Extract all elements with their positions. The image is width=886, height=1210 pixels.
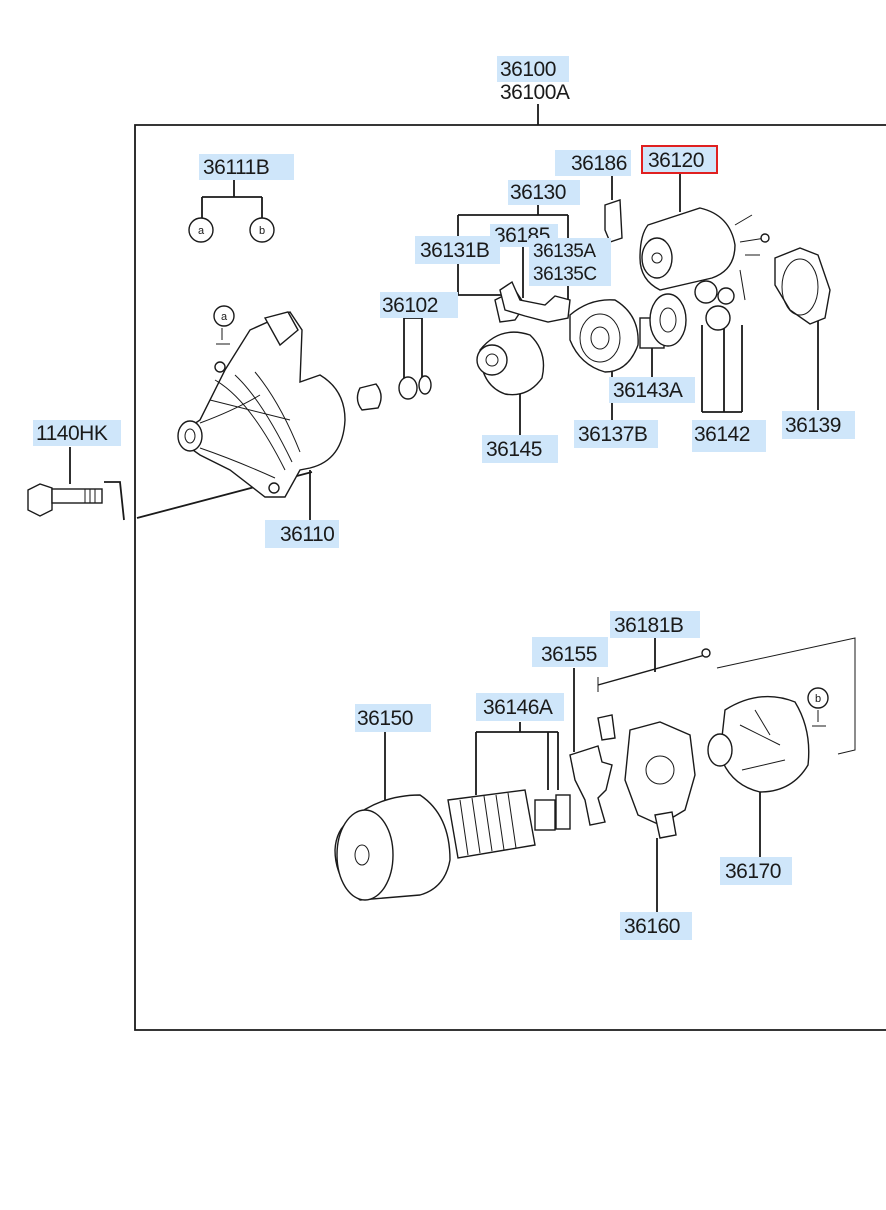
- gear-shaft-drawing: [639, 293, 687, 349]
- bolt-drawing: [27, 483, 103, 517]
- label-36102[interactable]: 36102: [380, 292, 458, 318]
- part-labels: 36100 36100A 36111B 36186 36120 36130 36…: [33, 56, 855, 940]
- svg-text:36143A: 36143A: [613, 379, 683, 402]
- svg-text:36135A: 36135A: [533, 241, 596, 262]
- svg-text:36160: 36160: [624, 915, 680, 938]
- svg-text:36145: 36145: [486, 438, 542, 461]
- svg-text:36170: 36170: [725, 860, 781, 883]
- callout-a-small-icon: a: [213, 305, 235, 345]
- svg-text:36155: 36155: [541, 643, 597, 666]
- label-36120[interactable]: 36120: [641, 145, 718, 174]
- yoke-drawing: [334, 794, 451, 901]
- shift-lever-drawing: [499, 280, 571, 323]
- leader-lines: [69, 172, 819, 912]
- label-36143A[interactable]: 36143A: [609, 377, 695, 403]
- assembly-frame: [134, 104, 886, 1031]
- rear-ring-drawing: [774, 247, 831, 325]
- label-36111B[interactable]: 36111B: [199, 154, 294, 180]
- svg-text:36130: 36130: [510, 181, 566, 204]
- svg-text:36110: 36110: [280, 523, 334, 546]
- planetary-gears-drawing: [694, 280, 735, 331]
- rear-bracket-drawing: [707, 695, 810, 793]
- label-36155[interactable]: 36155: [532, 637, 608, 667]
- label-36170[interactable]: 36170: [720, 857, 792, 885]
- brush-plate-drawing: [569, 714, 616, 826]
- svg-text:36111B: 36111B: [203, 156, 269, 179]
- label-36146A[interactable]: 36146A: [476, 693, 564, 721]
- label-36100A[interactable]: 36100A: [500, 81, 570, 104]
- svg-text:36137B: 36137B: [578, 423, 647, 446]
- svg-text:b: b: [259, 225, 265, 237]
- label-36139[interactable]: 36139: [782, 411, 855, 439]
- svg-text:36186: 36186: [571, 152, 627, 175]
- svg-text:a: a: [198, 225, 205, 237]
- label-36110[interactable]: 36110: [265, 520, 339, 548]
- label-36181B[interactable]: 36181B: [610, 611, 700, 638]
- label-1140HK[interactable]: 1140HK: [33, 420, 121, 446]
- svg-text:a: a: [221, 311, 228, 323]
- svg-text:36120: 36120: [648, 149, 704, 172]
- svg-text:36135C: 36135C: [533, 264, 597, 285]
- svg-text:36150: 36150: [357, 707, 413, 730]
- svg-text:b: b: [815, 693, 821, 705]
- through-bolt-drawing: [597, 648, 711, 692]
- label-36142[interactable]: 36142: [692, 420, 766, 452]
- callout-b-small-icon: b: [807, 687, 829, 727]
- svg-text:36146A: 36146A: [483, 696, 553, 719]
- svg-text:36142: 36142: [694, 423, 750, 446]
- svg-text:36102: 36102: [382, 294, 438, 317]
- armature-drawing: [447, 789, 571, 859]
- bushing-drawing: [356, 375, 432, 411]
- solenoid-drawing: [639, 207, 770, 301]
- svg-text:36100: 36100: [500, 58, 556, 81]
- label-36137B[interactable]: 36137B: [574, 420, 658, 448]
- label-36130[interactable]: 36130: [508, 180, 580, 205]
- callout-b-icon: b: [249, 217, 275, 243]
- label-36100[interactable]: 36100: [497, 56, 569, 82]
- label-36145[interactable]: 36145: [482, 435, 558, 463]
- svg-text:36131B: 36131B: [420, 239, 489, 262]
- svg-text:36139: 36139: [785, 414, 841, 437]
- callout-a-icon: a: [188, 217, 214, 243]
- front-housing-drawing: [177, 311, 346, 498]
- label-36160[interactable]: 36160: [620, 912, 692, 940]
- svg-text:36100A: 36100A: [500, 81, 570, 104]
- label-36150[interactable]: 36150: [355, 704, 431, 732]
- switch-cap-drawing: [604, 199, 623, 243]
- label-36135A[interactable]: 36135A: [529, 238, 611, 286]
- label-36131B[interactable]: 36131B: [415, 236, 500, 264]
- svg-text:1140HK: 1140HK: [36, 422, 108, 445]
- rear-bracket-frame: [716, 637, 856, 755]
- gear-cover-drawing: [569, 299, 639, 373]
- label-36186[interactable]: 36186: [555, 150, 631, 176]
- brush-holder-drawing: [624, 721, 696, 839]
- label-36135C[interactable]: 36135C: [533, 264, 597, 285]
- svg-text:36181B: 36181B: [614, 614, 683, 637]
